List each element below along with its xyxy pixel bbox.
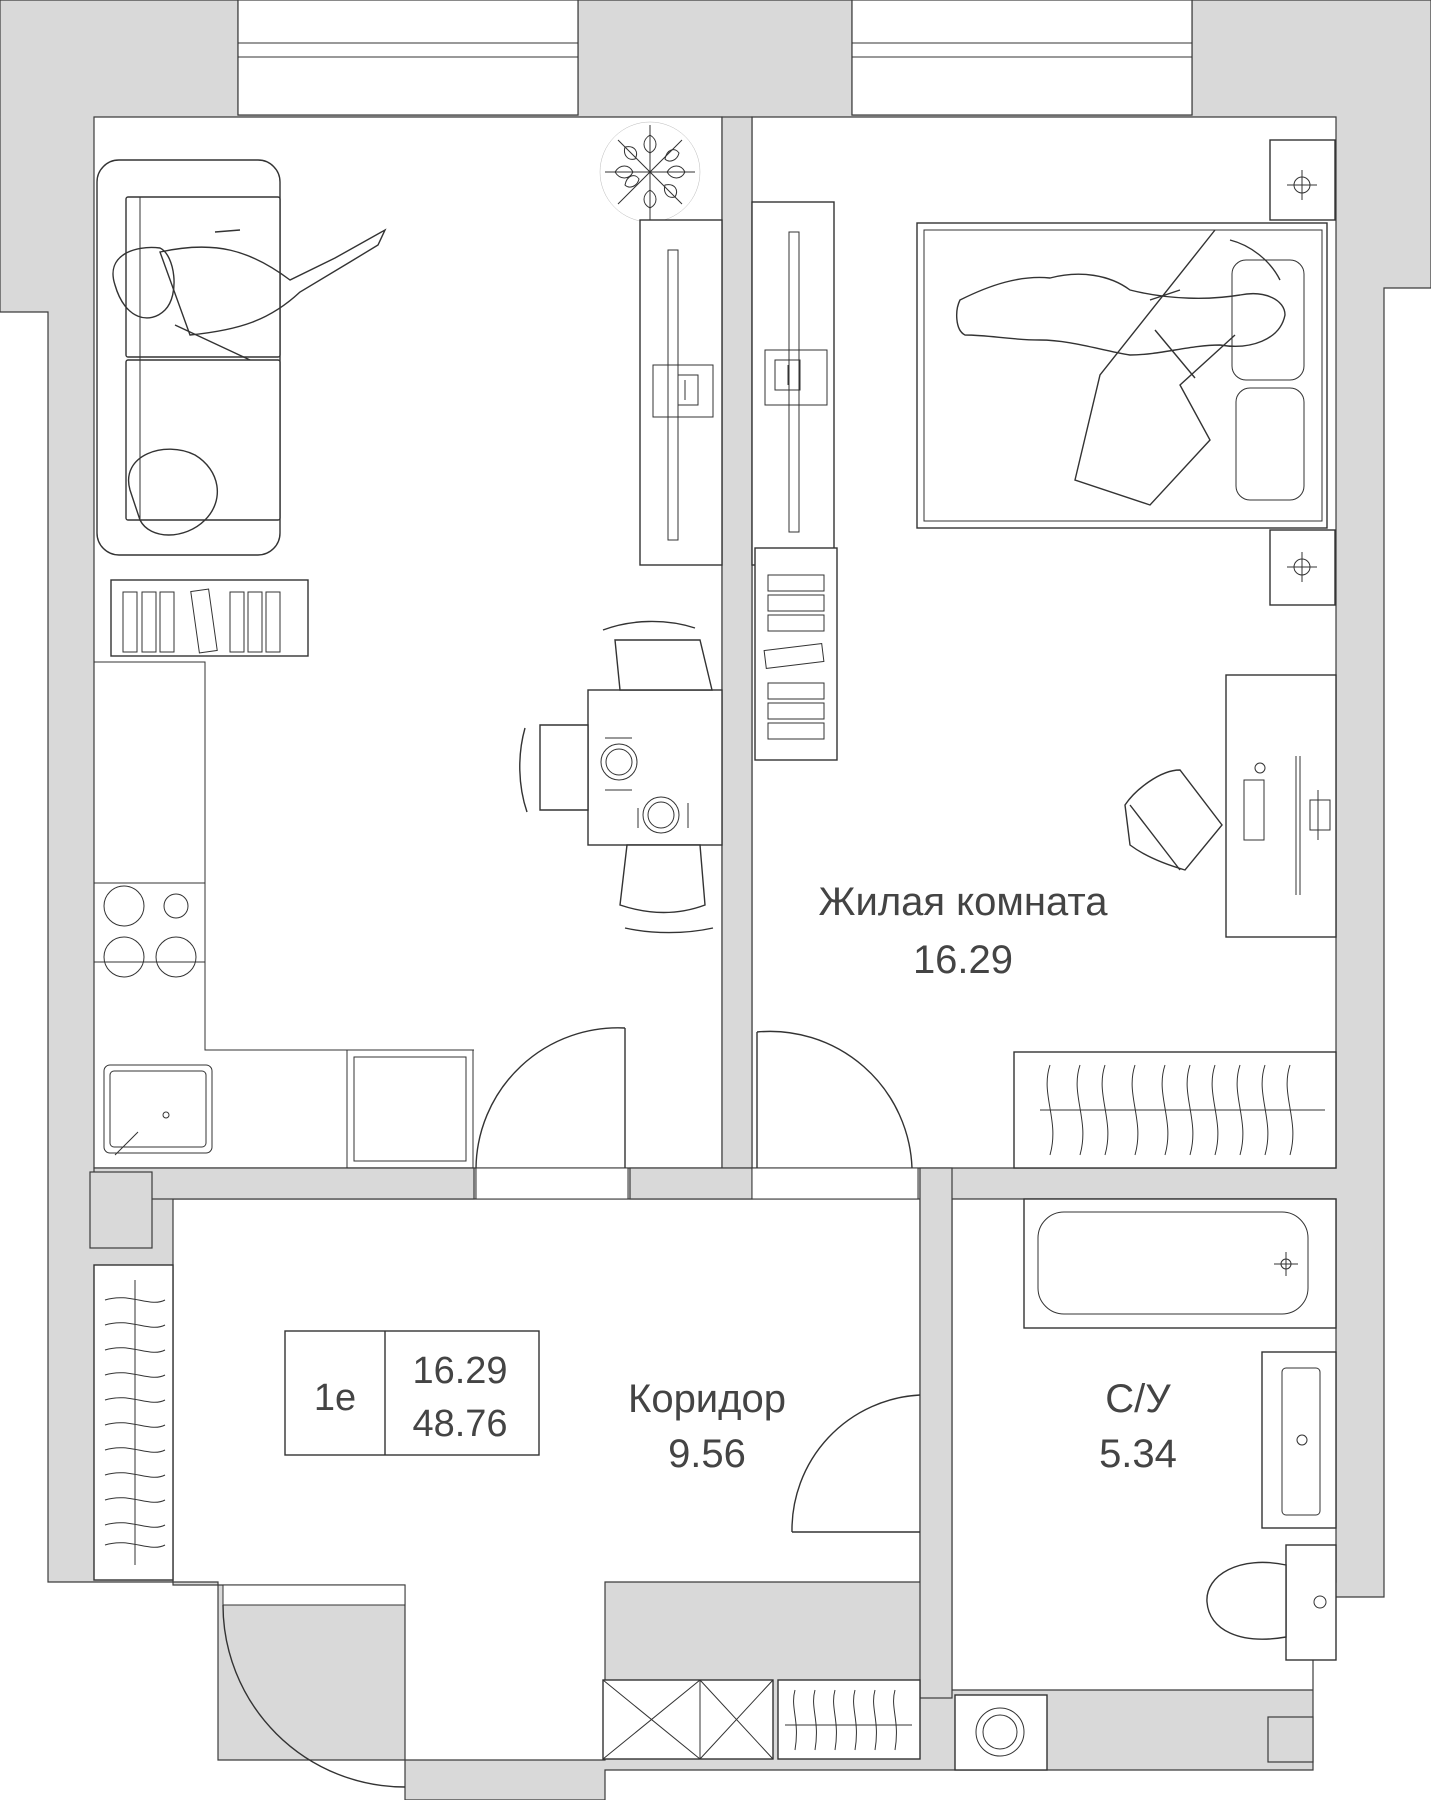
kitchen-counter: [94, 661, 474, 1169]
apartment-total-area: 48.76: [412, 1403, 507, 1445]
door-bathroom: [791, 1394, 921, 1533]
wardrobe-corridor-left: [93, 1264, 174, 1581]
dining-table: [519, 620, 723, 934]
door-bedroom: [756, 1030, 913, 1169]
corridor-area: 9.56: [668, 1432, 746, 1476]
wardrobe-bedroom: [1013, 1051, 1337, 1169]
cooktop: [103, 885, 197, 978]
corridor-name: Коридор: [628, 1377, 786, 1421]
door-kitchen: [475, 1027, 626, 1169]
desk: [1124, 674, 1337, 938]
bathtub: [1023, 1198, 1337, 1329]
toilet: [1206, 1544, 1337, 1661]
bed: [916, 139, 1336, 606]
tv-stand-right: [751, 201, 835, 566]
sink: [103, 1064, 213, 1156]
bathroom-name: С/У: [1105, 1377, 1171, 1421]
washbasin: [1261, 1351, 1337, 1529]
plant: [599, 121, 701, 223]
apartment-info-box: [284, 1330, 540, 1456]
sofa: [96, 159, 387, 556]
living-room-name: Жилая комната: [819, 880, 1109, 924]
bathroom-area: 5.34: [1099, 1432, 1177, 1476]
door-entrance: [222, 1604, 406, 1788]
living-room-area: 16.29: [913, 938, 1013, 982]
storage-cabinet: [602, 1679, 921, 1760]
apartment-type: 1е: [314, 1377, 356, 1419]
bookshelf-bedroom: [754, 547, 838, 761]
doors: [222, 1027, 921, 1788]
apartment-living-area: 16.29: [412, 1350, 507, 1392]
washing-machine: [954, 1694, 1048, 1771]
bookshelf-kitchen: [110, 579, 309, 657]
tv-stand-left: [639, 219, 723, 566]
